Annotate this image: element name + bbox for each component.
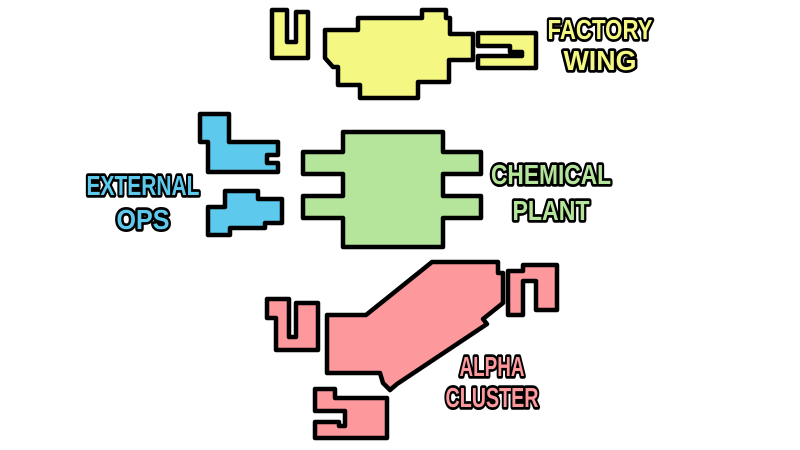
region-label-alpha-cluster-line1-halo: ALPHA xyxy=(460,351,525,382)
region-label-chemical-plant-line1-halo: CHEMICAL xyxy=(491,159,611,190)
region-label-external-ops-line1-halo: EXTERNAL xyxy=(87,170,200,201)
region-label-alpha-cluster-line2-main: CLUSTER xyxy=(446,382,539,413)
region-shape-factory-wing-3[interactable] xyxy=(475,30,539,71)
region-shape-chemical-plant-1[interactable] xyxy=(300,129,484,250)
region-shape-factory-wing-1[interactable] xyxy=(269,7,311,61)
region-shape-external-ops-2[interactable] xyxy=(205,188,285,238)
region-shape-alpha-cluster-2[interactable] xyxy=(324,259,506,393)
region-label-factory-wing-line2-halo: WING xyxy=(564,45,637,76)
region-label-chemical-plant-line1-main: CHEMICAL xyxy=(491,159,611,190)
region-shape-factory-wing-2[interactable] xyxy=(322,7,476,101)
region-shape-alpha-cluster-3[interactable] xyxy=(505,262,560,318)
region-shape-external-ops-1[interactable] xyxy=(197,111,281,175)
region-label-external-ops-line2-halo: OPS xyxy=(117,204,170,235)
region-label-alpha-cluster-line1-main: ALPHA xyxy=(460,351,525,382)
region-shape-alpha-cluster-4[interactable] xyxy=(312,386,390,441)
region-shape-alpha-cluster-1[interactable] xyxy=(264,296,321,353)
region-label-factory-wing-line1-halo: FACTORY xyxy=(548,14,653,45)
region-label-chemical-plant-line2-main: PLANT xyxy=(513,195,590,226)
region-label-factory-wing-line1-main: FACTORY xyxy=(548,14,653,45)
region-label-chemical-plant-line2-halo: PLANT xyxy=(513,195,590,226)
region-label-external-ops-line1-main: EXTERNAL xyxy=(87,170,200,201)
region-label-alpha-cluster-line2-halo: CLUSTER xyxy=(446,382,539,413)
region-label-external-ops-line2-main: OPS xyxy=(117,204,170,235)
region-label-factory-wing-line2-main: WING xyxy=(564,45,637,76)
